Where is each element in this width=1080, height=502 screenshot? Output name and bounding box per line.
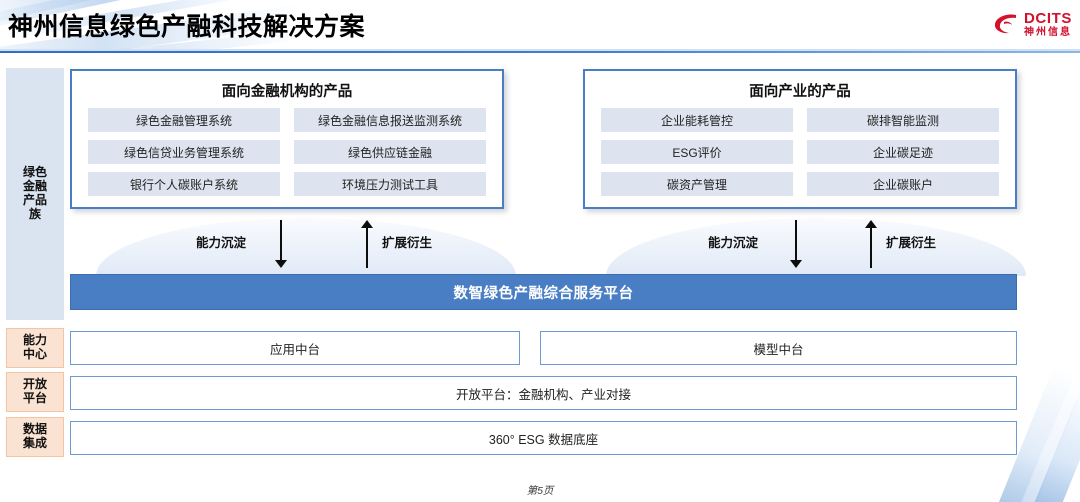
- product-tile[interactable]: 碳资产管理: [601, 172, 793, 196]
- dcits-logo: DCITS 神州信息: [993, 6, 1072, 42]
- open-platform-box[interactable]: 开放平台：金融机构、产业对接: [70, 376, 1017, 410]
- header-rule: [0, 51, 1080, 53]
- box-label: 应用中台: [269, 342, 320, 357]
- sidebar-item-capability-center[interactable]: 能力 中心: [6, 328, 64, 368]
- logo-brand-text-cn: 神州信息: [1024, 26, 1072, 38]
- product-tile[interactable]: 企业碳账户: [807, 172, 999, 196]
- flow-right-down-arrow-icon: [789, 220, 803, 268]
- integrated-service-platform-bar[interactable]: 数智绿色产融综合服务平台: [70, 274, 1017, 310]
- panel-title: 面向金融机构的产品: [221, 84, 353, 100]
- product-tile[interactable]: ESG评价: [601, 140, 793, 164]
- sidebar-label: 数据 集成: [22, 422, 47, 450]
- sidebar-label: 绿色 金融 产品 族: [22, 165, 47, 221]
- product-tile[interactable]: 企业能耗管控: [601, 108, 793, 132]
- flow-right-up-arrow-icon: [864, 220, 878, 268]
- sidebar-item-green-finance-product-family[interactable]: 绿色 金融 产品 族: [6, 68, 64, 320]
- product-tile[interactable]: 银行个人碳账户系统: [88, 172, 280, 196]
- slide-header: 神州信息绿色产融科技解决方案 DCITS 神州信息: [0, 0, 1080, 53]
- sidebar-item-data-integration[interactable]: 数据 集成: [6, 417, 64, 457]
- box-label: 开放平台：金融机构、产业对接: [455, 387, 631, 402]
- panel-financial-institution-products: 面向金融机构的产品 绿色金融管理系统 绿色金融信息报送监测系统 绿色信贷业务管理…: [70, 69, 504, 209]
- panel-title: 面向产业的产品: [749, 84, 851, 100]
- product-tile[interactable]: 环境压力测试工具: [294, 172, 486, 196]
- flow-left-up-label: 扩展衍生: [382, 236, 433, 250]
- flow-left-down-arrow-icon: [274, 220, 288, 268]
- arch-shape-left: [96, 218, 516, 276]
- product-tile[interactable]: 企业碳足迹: [807, 140, 999, 164]
- flow-left-down-label: 能力沉淀: [196, 236, 247, 250]
- panel-tile-grid: 企业能耗管控 碳排智能监测 ESG评价 企业碳足迹 碳资产管理 企业碳账户: [585, 101, 1015, 204]
- sidebar-item-open-platform[interactable]: 开放 平台: [6, 372, 64, 412]
- product-tile[interactable]: 绿色供应链金融: [294, 140, 486, 164]
- product-tile[interactable]: 绿色金融信息报送监测系统: [294, 108, 486, 132]
- model-middle-office-box[interactable]: 模型中台: [540, 331, 1017, 365]
- platform-label: 数智绿色产融综合服务平台: [453, 285, 634, 302]
- product-tile[interactable]: 绿色信贷业务管理系统: [88, 140, 280, 164]
- panel-industry-products: 面向产业的产品 企业能耗管控 碳排智能监测 ESG评价 企业碳足迹 碳资产管理 …: [583, 69, 1017, 209]
- box-label: 模型中台: [753, 342, 804, 357]
- logo-brand-text: DCITS: [1024, 9, 1072, 27]
- application-middle-office-box[interactable]: 应用中台: [70, 331, 520, 365]
- box-label: 360° ESG 数据底座: [488, 432, 599, 447]
- page-number: 第5页: [526, 485, 554, 497]
- flow-right-down-label: 能力沉淀: [708, 236, 759, 250]
- page-title: 神州信息绿色产融科技解决方案: [8, 13, 366, 41]
- data-foundation-box[interactable]: 360° ESG 数据底座: [70, 421, 1017, 455]
- flow-left-up-arrow-icon: [360, 220, 374, 268]
- sidebar-label: 开放 平台: [22, 377, 47, 405]
- dcits-swoosh-icon: [993, 13, 1019, 35]
- sidebar-label: 能力 中心: [22, 333, 47, 361]
- arch-shape-right: [606, 218, 1026, 276]
- product-tile[interactable]: 碳排智能监测: [807, 108, 999, 132]
- product-tile[interactable]: 绿色金融管理系统: [88, 108, 280, 132]
- flow-right-up-label: 扩展衍生: [886, 236, 937, 250]
- header-rule-light: [0, 49, 1080, 51]
- panel-tile-grid: 绿色金融管理系统 绿色金融信息报送监测系统 绿色信贷业务管理系统 绿色供应链金融…: [72, 101, 502, 204]
